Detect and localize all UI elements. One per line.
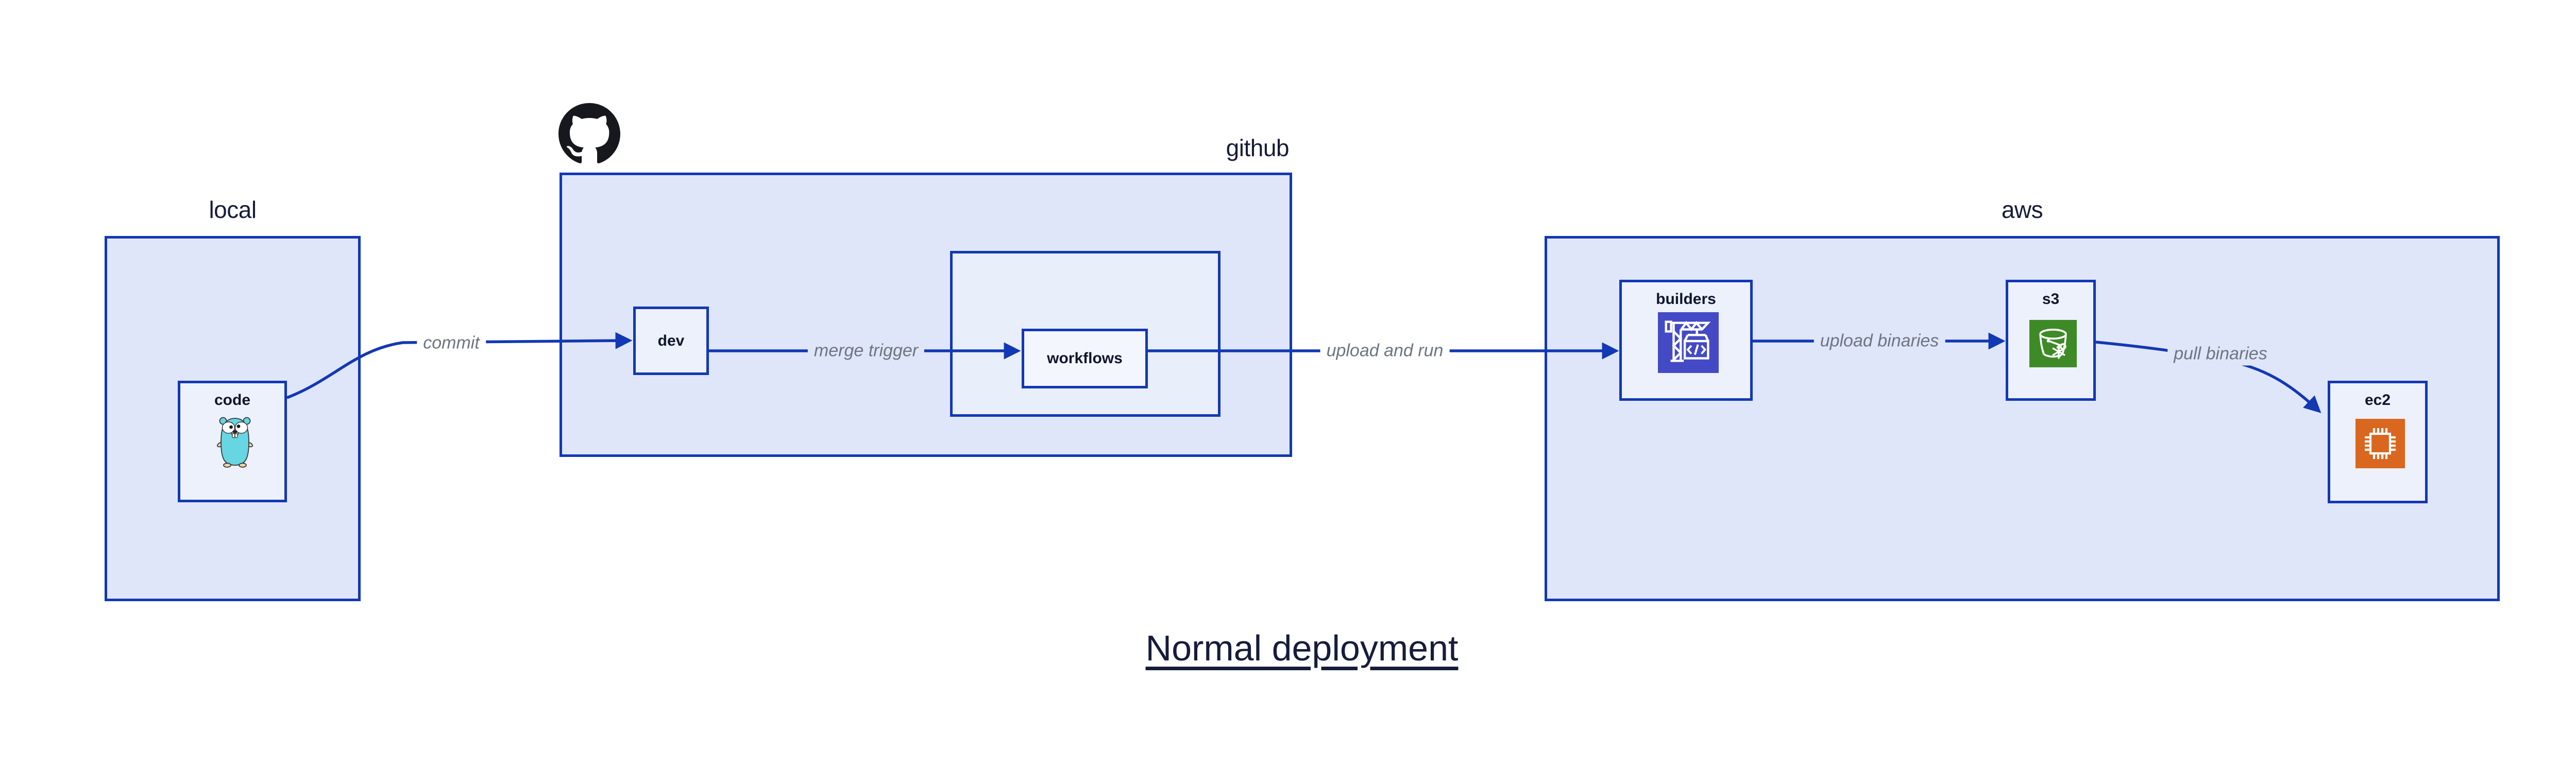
edge-label-upload-and-run: upload and run <box>1320 339 1450 363</box>
aws-group-label: aws <box>2001 196 2043 223</box>
builders-node: builders <box>1619 280 1753 401</box>
s3-glacier-bucket-icon <box>2029 320 2077 367</box>
github-group-label: github <box>1226 134 1290 161</box>
ec2-node: ec2 <box>2328 381 2428 503</box>
diagram-title: Normal deployment <box>1145 628 1459 668</box>
workflows-node: workflows <box>1022 329 1148 388</box>
ec2-label: ec2 <box>2364 392 2391 409</box>
dev-branch-node: dev <box>633 307 709 375</box>
builders-label: builders <box>1656 291 1716 308</box>
workflows-label: workflows <box>1047 350 1123 367</box>
github-octocat-icon <box>558 103 620 164</box>
code-node-label: code <box>214 392 251 409</box>
go-gopher-icon <box>217 417 253 468</box>
edge-label-pull-binaries: pull binaries <box>2167 342 2274 366</box>
local-group-label: local <box>209 196 257 223</box>
s3-label: s3 <box>2042 291 2060 308</box>
codebuild-crane-icon <box>1658 312 1719 373</box>
s3-node: s3 <box>2006 280 2096 401</box>
code-node: code <box>178 381 287 502</box>
edge-label-merge-trigger: merge trigger <box>807 339 925 363</box>
ec2-chip-icon <box>2355 419 2405 468</box>
edge-label-commit: commit <box>417 331 486 355</box>
dev-branch-label: dev <box>657 332 685 349</box>
edge-label-upload-binaries: upload binaries <box>1814 329 1945 353</box>
